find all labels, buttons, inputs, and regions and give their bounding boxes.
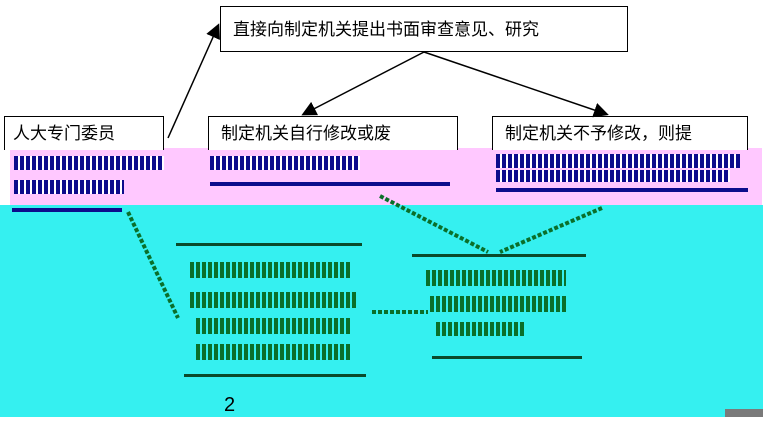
page-number: 2	[224, 394, 236, 416]
garbled-line-right	[496, 188, 748, 192]
garbled-text-lower-left-3	[196, 318, 352, 334]
lower-right-box-bottom	[432, 356, 582, 359]
garbled-text-lower-left-2	[190, 292, 358, 308]
lower-left-box-bottom	[184, 374, 366, 377]
garbled-line-mid	[210, 182, 450, 186]
top-box: 直接向制定机关提出书面审查意见、研究	[220, 6, 628, 52]
garbled-text-lower-left-1	[190, 262, 350, 278]
left-box-label: 人大专门委员	[13, 124, 115, 144]
right-box-label: 制定机关不予修改，则提	[505, 124, 692, 144]
garbled-arrow-right-down	[499, 206, 603, 254]
lower-left-box-top	[176, 243, 362, 246]
garbled-text-mid-1	[210, 156, 360, 170]
garbled-text-lower-right-2	[430, 296, 566, 312]
garbled-text-lower-right-3	[436, 322, 526, 336]
corner-mark	[725, 409, 763, 417]
garbled-text-right-1	[496, 154, 740, 168]
arrow-left-to-top	[167, 23, 220, 139]
top-box-label: 直接向制定机关提出书面审查意见、研究	[233, 20, 539, 40]
garbled-text-right-2	[496, 170, 730, 182]
lower-right-box-top	[412, 254, 586, 257]
arrow-top-to-right	[423, 51, 609, 118]
garbled-text-lower-right-1	[426, 270, 566, 286]
middle-box-label: 制定机关自行修改或废	[221, 124, 391, 144]
garbled-text-left-2	[14, 180, 124, 194]
arrow-top-to-middle	[301, 51, 425, 116]
garbled-text-left-1	[14, 156, 164, 170]
middle-box: 制定机关自行修改或废	[208, 116, 458, 150]
garbled-line-left	[12, 208, 122, 212]
garbled-arrow-left-down	[126, 211, 180, 319]
garbled-text-lower-left-4	[196, 344, 352, 360]
garbled-arrow-mid-down	[379, 194, 489, 254]
left-box: 人大专门委员	[4, 116, 164, 150]
right-box: 制定机关不予修改，则提	[492, 116, 748, 150]
